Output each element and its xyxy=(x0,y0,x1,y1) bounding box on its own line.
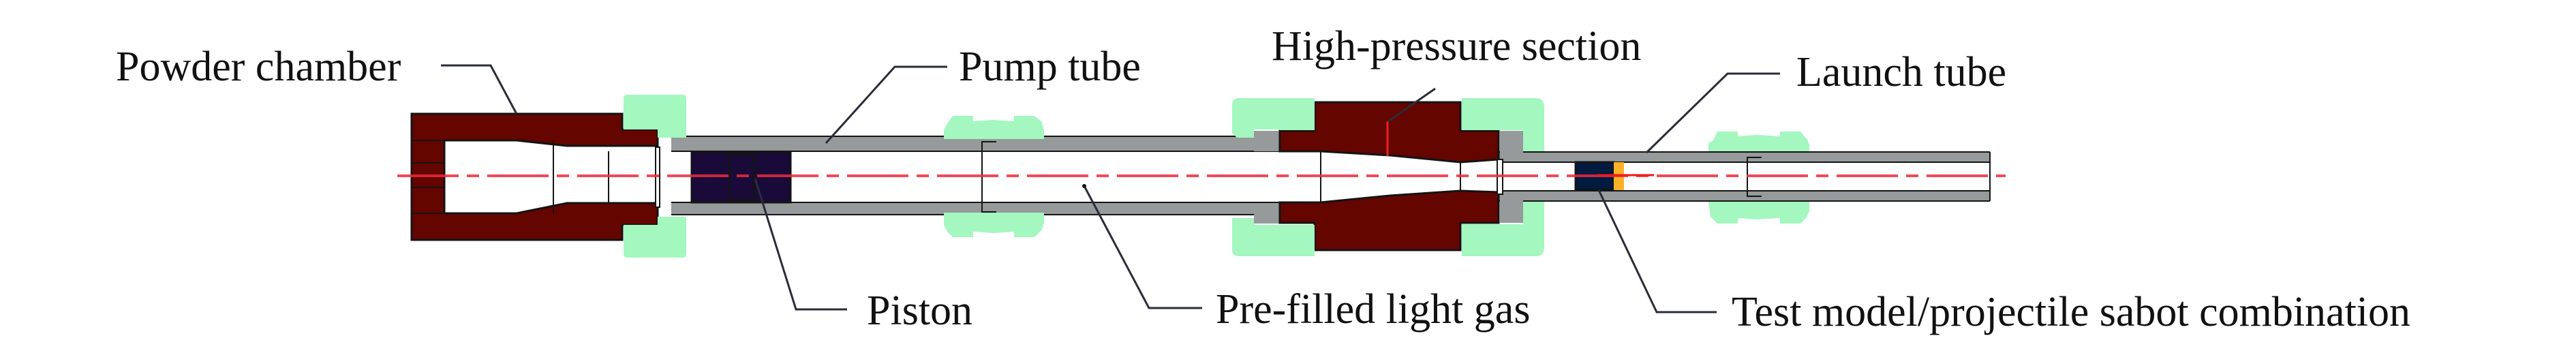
pump-tube-coupling xyxy=(944,116,1044,237)
leader-test-model xyxy=(1597,189,1717,313)
label-test-model: Test model/projectile sabot combination xyxy=(1732,289,2410,335)
leader-launch-tube xyxy=(1645,72,1780,154)
powder-chamber-coupling xyxy=(624,95,686,258)
high-pressure-left-coupling xyxy=(1232,98,1315,256)
leader-powder-chamber xyxy=(441,64,518,114)
pre-filled-gas-dot xyxy=(1082,184,1086,188)
leader-pump-tube xyxy=(825,65,947,144)
label-high-pressure-section: High-pressure section xyxy=(1272,23,1641,70)
label-launch-tube: Launch tube xyxy=(1796,49,2006,95)
label-powder-chamber: Powder chamber xyxy=(116,44,401,90)
leader-high-pressure xyxy=(1387,87,1436,123)
leader-piston xyxy=(754,178,847,311)
label-pre-filled-light-gas: Pre-filled light gas xyxy=(1216,286,1530,333)
high-pressure-section xyxy=(1254,101,1523,251)
launch-tube-coupling xyxy=(1708,132,1809,224)
high-pressure-right-coupling xyxy=(1462,98,1544,256)
label-pump-tube: Pump tube xyxy=(959,44,1141,90)
label-piston: Piston xyxy=(867,288,972,334)
leader-pre-filled-gas xyxy=(1083,185,1202,309)
